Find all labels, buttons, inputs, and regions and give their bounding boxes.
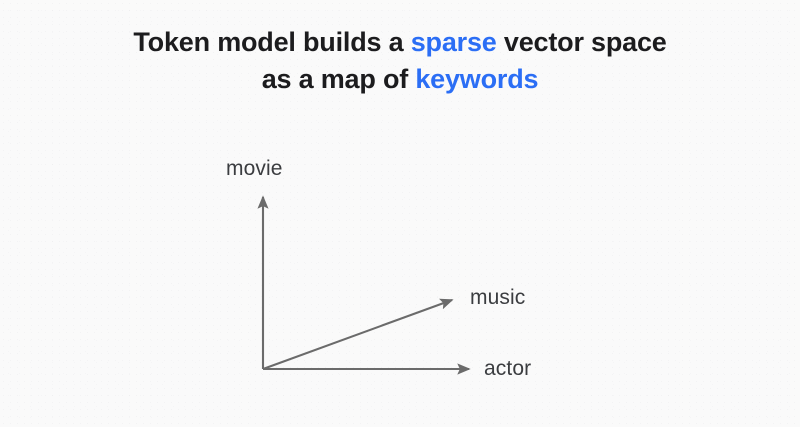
axis-label-music: music bbox=[470, 286, 526, 309]
axis-label-actor: actor bbox=[484, 357, 532, 380]
title-line-2-text-before: as a map of bbox=[261, 64, 416, 94]
title-line-1-text-after: vector space bbox=[496, 27, 667, 57]
music-axis-line bbox=[262, 298, 454, 370]
axis-label-movie: movie bbox=[226, 157, 283, 180]
title-line-1-text-before: Token model builds a bbox=[133, 27, 411, 57]
title-line-1: Token model builds a sparse vector space bbox=[0, 24, 800, 61]
title-highlight-keywords: keywords bbox=[415, 64, 539, 94]
page-title: Token model builds a sparse vector space… bbox=[0, 24, 800, 98]
title-highlight-sparse: sparse bbox=[410, 27, 497, 57]
title-line-2: as a map of keywords bbox=[0, 61, 800, 98]
